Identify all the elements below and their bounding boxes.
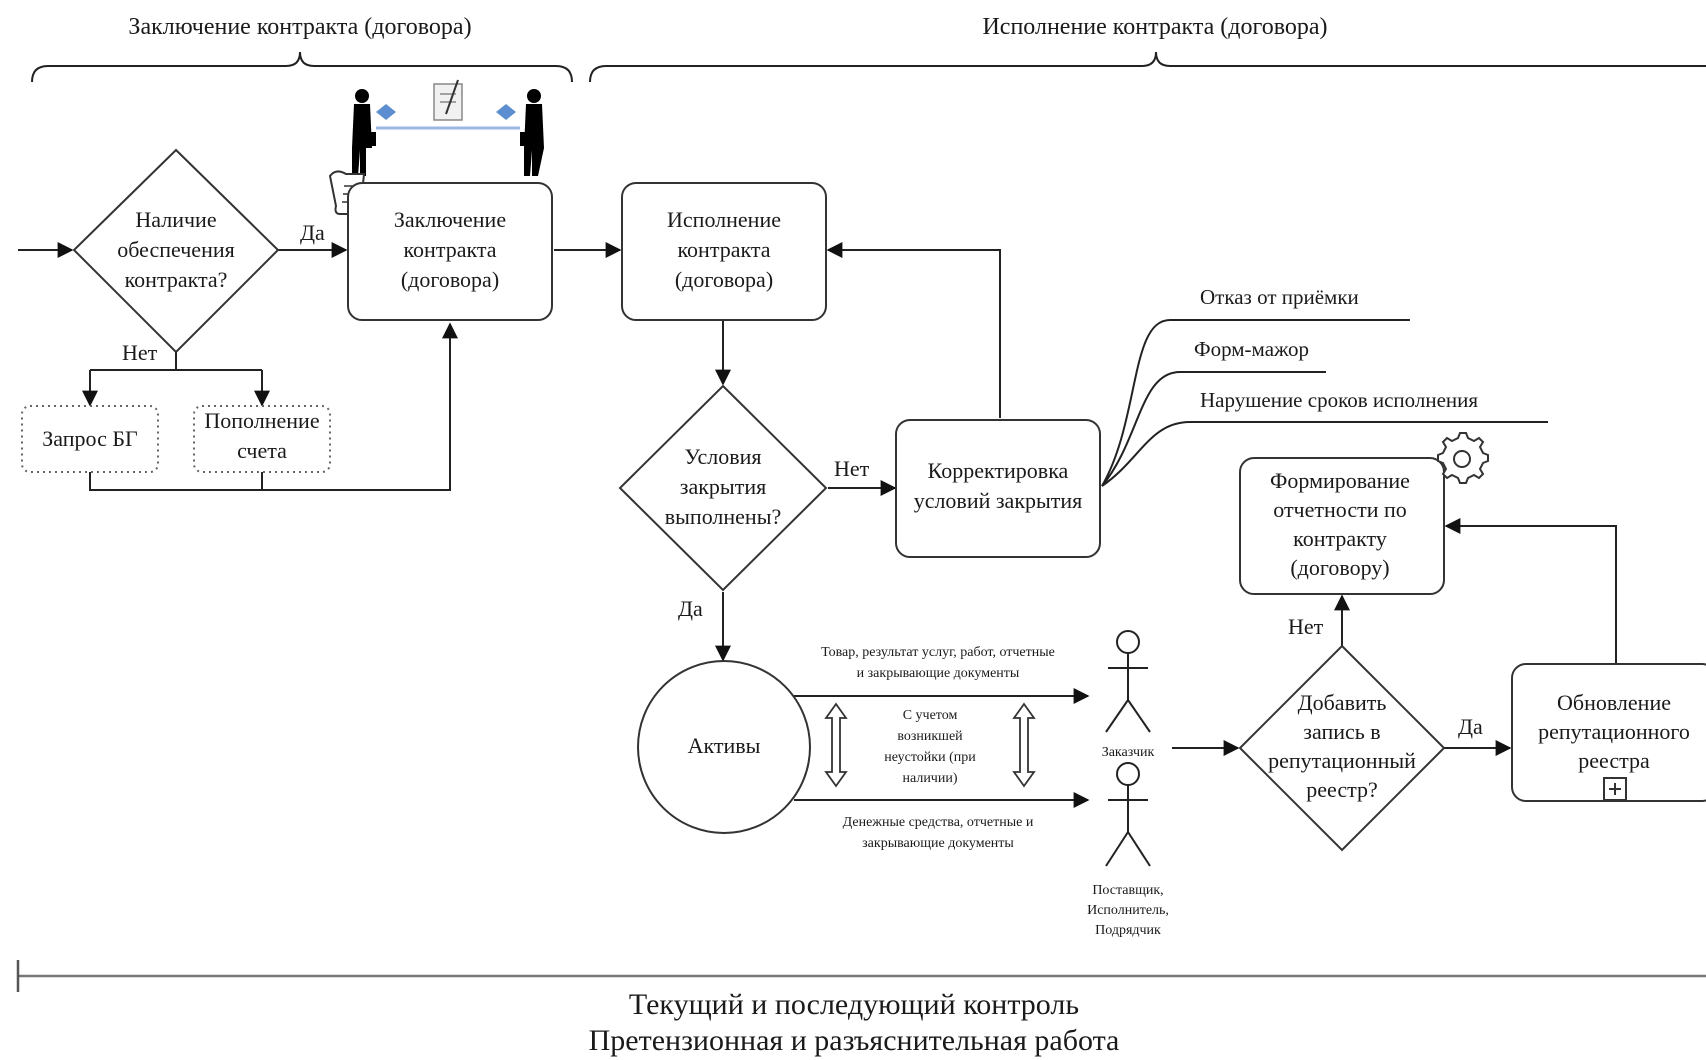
conclusion-line-1: Заключение: [394, 207, 506, 232]
execution-line-1: Исполнение: [667, 207, 781, 232]
customer-actor-icon: [1105, 630, 1151, 733]
update-line-1: Обновление: [1557, 690, 1671, 715]
update-line-3: реестра: [1578, 748, 1650, 773]
conclusion-line-2: контракта: [403, 237, 496, 262]
decision-add-reputation: [1238, 644, 1446, 852]
topup-line-1: Пополнение: [204, 408, 319, 433]
label-security-yes: Да: [300, 220, 325, 245]
flow-goods-line-1: Товар, результат услуг, работ, отчетные: [821, 645, 1055, 660]
actor-supplier-line-1: Поставщик,: [1092, 883, 1163, 898]
flow-money-line-1: Денежные средства, отчетные и: [843, 815, 1034, 830]
label-check-yes: Да: [678, 596, 703, 621]
assets-circle: [637, 660, 811, 834]
reason-line-2: [1101, 371, 1326, 487]
edge-funding-return: [89, 322, 458, 491]
label-security-no: Нет: [122, 340, 158, 365]
edge-correction-return: [826, 242, 1001, 418]
correction-line-1: Корректировка: [928, 458, 1069, 483]
flow-penalty-line-4: наличии): [903, 771, 958, 786]
edge-security-no: [89, 352, 263, 402]
reason-line-3: [1101, 421, 1548, 487]
flow-penalty-line-3: неустойки (при: [884, 750, 976, 765]
reputation-q-line-3: репутационный: [1268, 748, 1416, 773]
flow-penalty-line-2: возникшей: [897, 729, 963, 744]
contract-signing-icon: [352, 79, 544, 176]
task-account-topup: [193, 405, 331, 473]
reason-acceptance-refusal: Отказ от приёмки: [1200, 285, 1359, 309]
reputation-q-line-2: запись в: [1303, 719, 1380, 744]
label-check-no: Нет: [834, 456, 870, 481]
actor-supplier-line-3: Подрядчик: [1095, 923, 1161, 938]
security-line-2: обеспечения: [117, 237, 234, 262]
security-line-3: контракта?: [125, 267, 228, 292]
execution-line-3: (договора): [675, 267, 773, 292]
topup-line-2: счета: [237, 438, 287, 463]
security-line-1: Наличие: [135, 207, 216, 232]
closing-line-3: выполнены?: [665, 504, 782, 529]
correction-line-2: условий закрытия: [914, 488, 1083, 513]
reporting-line-2: отчетности по: [1273, 497, 1407, 522]
reporting-line-3: контракту: [1293, 526, 1387, 551]
phase-execution-brace: [589, 51, 1706, 83]
phase-conclusion-label: Заключение контракта (договора): [128, 14, 471, 40]
edge-update-to-reporting: [1444, 518, 1617, 664]
phase-execution-label: Исполнение контракта (договора): [982, 14, 1327, 40]
process-contract-conclusion: [347, 182, 553, 321]
footer-line-1: Текущий и последующий контроль: [629, 988, 1079, 1021]
assets-label: Активы: [688, 733, 761, 758]
reputation-q-line-1: Добавить: [1298, 690, 1387, 715]
subprocess-plus-icon: [1603, 777, 1627, 801]
reputation-q-line-4: реестр?: [1306, 777, 1378, 802]
actor-customer-label: Заказчик: [1102, 745, 1155, 760]
flow-penalty-line-1: С учетом: [903, 708, 958, 723]
execution-line-2: контракта: [677, 237, 770, 262]
label-reputation-no: Нет: [1288, 614, 1324, 639]
double-arrow-right-icon: [1012, 702, 1036, 788]
decision-closing-conditions: [618, 384, 828, 592]
supplier-actor-icon: [1105, 762, 1151, 867]
process-reporting: [1239, 457, 1445, 595]
decision-security: [72, 148, 280, 354]
closing-line-1: Условия: [685, 444, 762, 469]
label-reputation-yes: Да: [1458, 714, 1483, 739]
update-line-2: репутационного: [1538, 719, 1690, 744]
footer-line-2: Претензионная и разъяснительная работа: [589, 1024, 1120, 1057]
phase-conclusion-brace: [31, 51, 573, 83]
gear-icon: [1437, 432, 1489, 484]
reason-line-1: [1101, 319, 1410, 487]
bank-guarantee-label: Запрос БГ: [42, 426, 138, 451]
flow-money-line-2: закрывающие документы: [862, 836, 1014, 851]
reporting-line-4: (договору): [1290, 555, 1389, 580]
double-arrow-left-icon: [824, 702, 848, 788]
conclusion-line-3: (договора): [401, 267, 499, 292]
reason-force-majeure: Форм-мажор: [1194, 337, 1309, 361]
flow-goods-line-2: и закрывающие документы: [857, 666, 1020, 681]
closing-line-2: закрытия: [680, 474, 766, 499]
actor-supplier-line-2: Исполнитель,: [1087, 903, 1169, 918]
process-closing-correction: [895, 419, 1101, 558]
reporting-line-1: Формирование: [1270, 468, 1410, 493]
task-bank-guarantee: [21, 405, 159, 473]
reason-deadline-violation: Нарушение сроков исполнения: [1200, 388, 1478, 412]
process-contract-execution: [621, 182, 827, 321]
